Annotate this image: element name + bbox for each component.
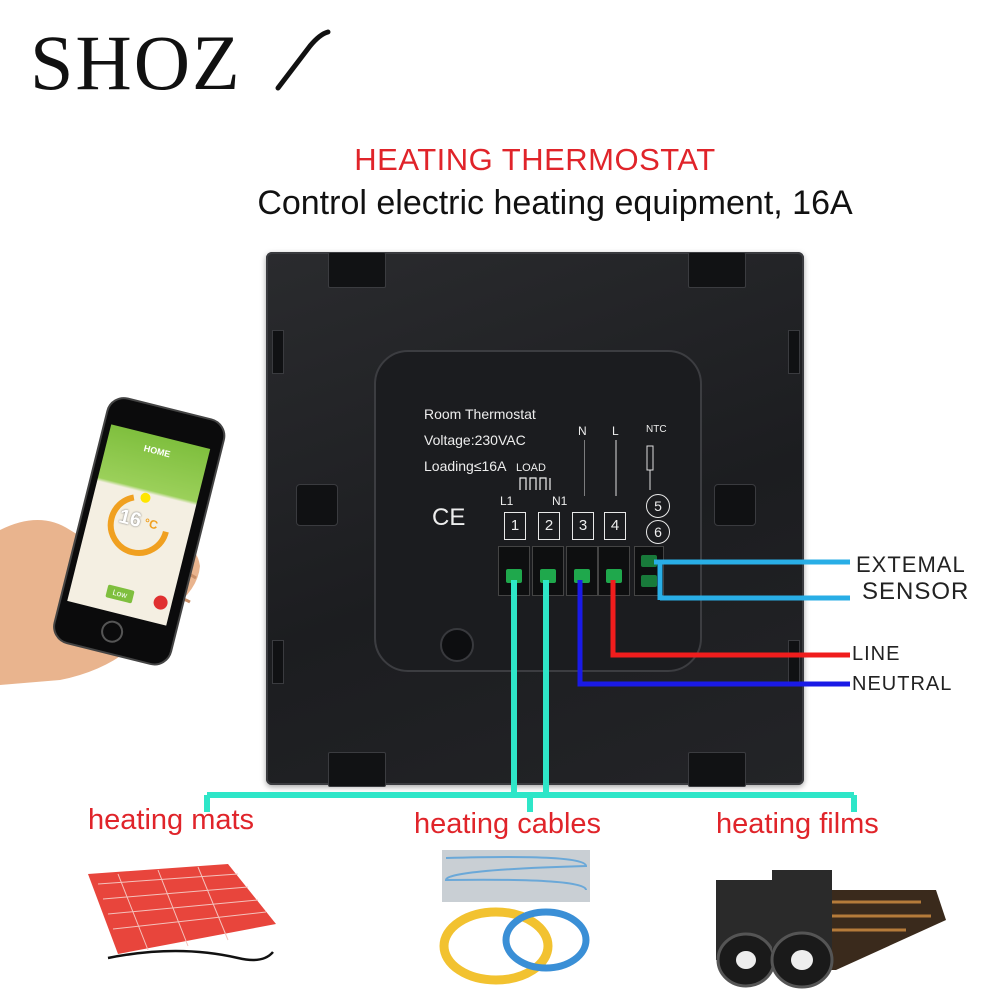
- load-label: LOAD: [516, 462, 546, 474]
- power-icon[interactable]: [152, 594, 170, 612]
- temperature-dial-icon: [107, 492, 170, 556]
- external-sensor-label-2: SENSOR: [862, 578, 970, 605]
- device-name: Room Thermostat: [424, 406, 536, 422]
- heating-mats-label: heating mats: [88, 804, 255, 836]
- neutral-wire: [577, 580, 850, 687]
- ntc-terminal-number: 6: [646, 520, 670, 544]
- line-wire: [610, 580, 850, 658]
- brand-logo: SHOZ: [30, 19, 242, 106]
- mount-tab: [688, 252, 746, 288]
- device-voltage: Voltage:230VAC: [424, 432, 526, 448]
- external-sensor-label: EXTEMAL: [856, 552, 966, 577]
- terminal-number: 3: [572, 512, 594, 540]
- ce-mark: CE: [432, 504, 466, 531]
- heating-films-label: heating films: [716, 808, 879, 840]
- page-subtitle: Control electric heating equipment, 16A: [257, 184, 853, 222]
- terminal-guide-lines: [584, 440, 654, 496]
- side-slot: [788, 330, 800, 374]
- heating-mat-image: [88, 864, 276, 962]
- terminal-number: 2: [538, 512, 560, 540]
- l-label: L: [612, 424, 619, 438]
- heating-film-image: [716, 870, 946, 989]
- mount-tab: [688, 752, 746, 787]
- line-label: LINE: [852, 643, 901, 665]
- load-symbol-icon: [519, 477, 551, 490]
- mount-tab: [328, 252, 386, 288]
- phone-screen: HOME 16 °C Low: [67, 424, 211, 626]
- phone-mode-button[interactable]: Low: [105, 584, 135, 604]
- mount-hole: [714, 484, 756, 526]
- side-slot: [272, 330, 284, 374]
- brand-slash-icon: [275, 29, 331, 91]
- terminal-number: 1: [504, 512, 526, 540]
- terminal-number: 4: [604, 512, 626, 540]
- device-loading: Loading≤16A: [424, 458, 507, 474]
- smartphone: HOME 16 °C Low: [10, 384, 266, 681]
- page-title: HEATING THERMOSTAT: [354, 142, 716, 177]
- l1-label: L1: [500, 494, 514, 508]
- n1-label: N1: [552, 494, 568, 508]
- ntc-label: NTC: [646, 424, 667, 435]
- screw-icon: [440, 628, 474, 662]
- mount-tab: [328, 752, 386, 787]
- n-label: N: [578, 424, 587, 438]
- ntc-terminal-number: 5: [646, 494, 670, 518]
- heating-cables-label: heating cables: [414, 808, 602, 840]
- mount-hole: [296, 484, 338, 526]
- side-slot: [272, 640, 284, 684]
- neutral-label: NEUTRAL: [852, 673, 953, 695]
- heating-cable-image: [439, 850, 590, 985]
